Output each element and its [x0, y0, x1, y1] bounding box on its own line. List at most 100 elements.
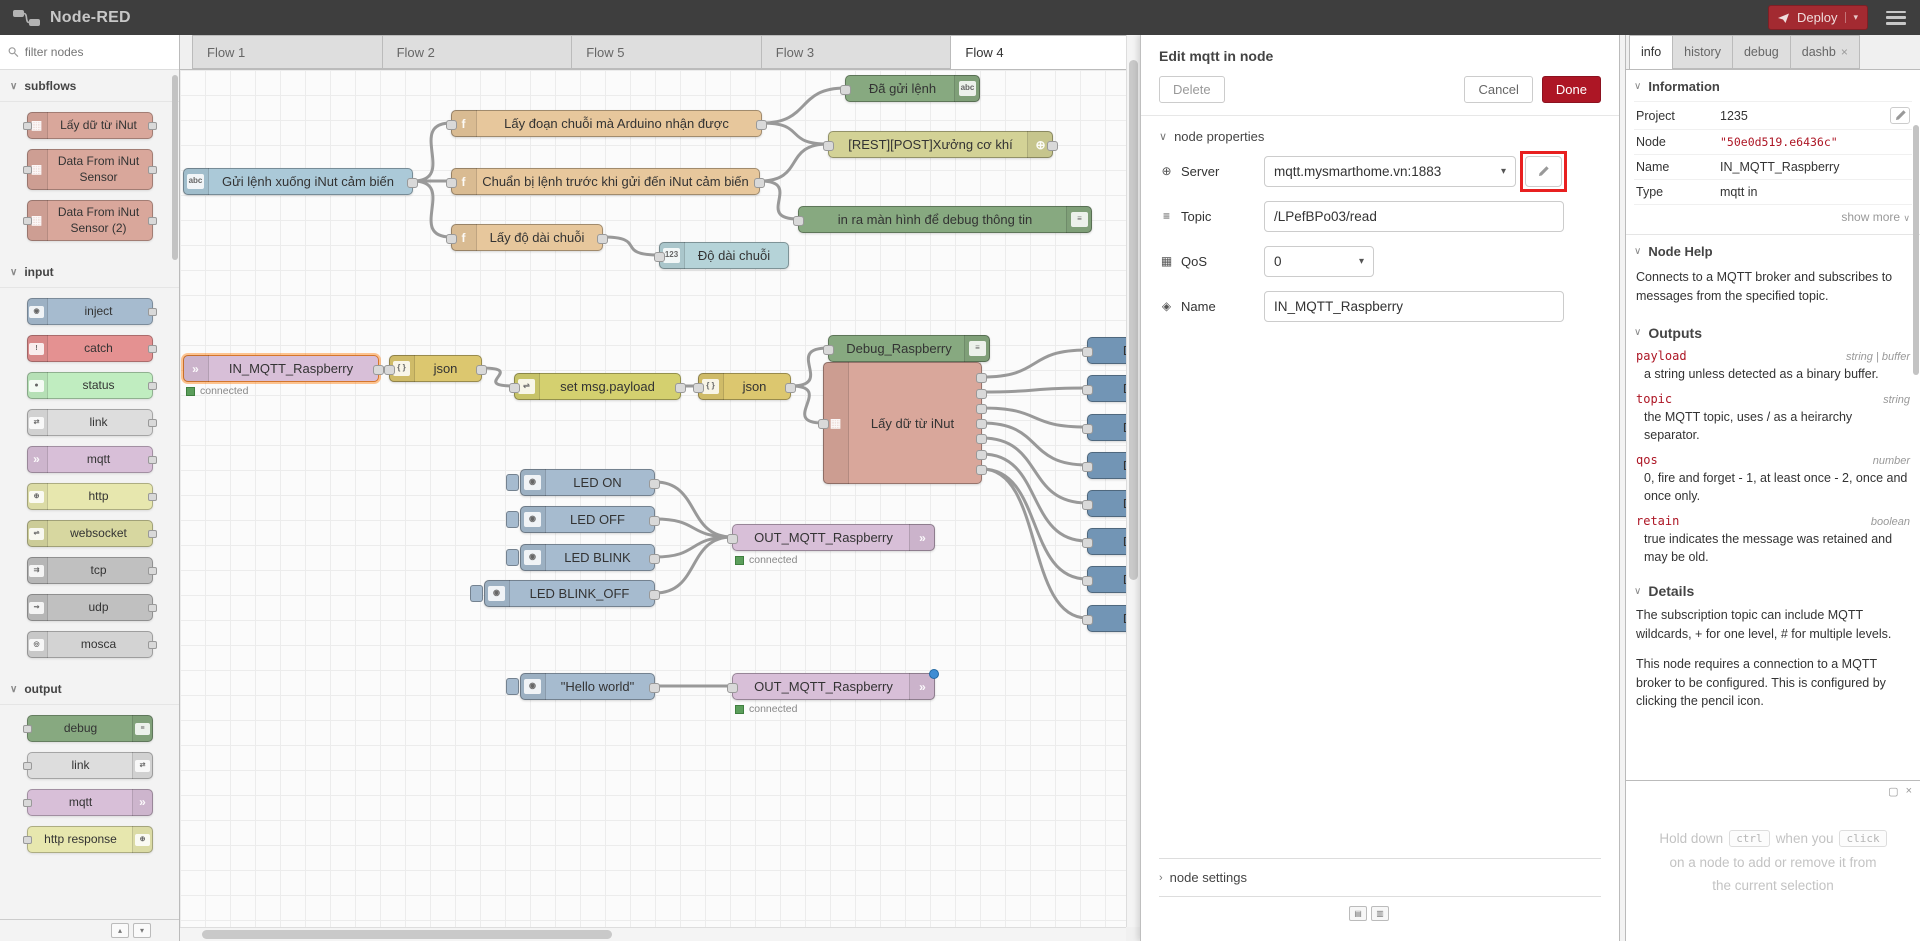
wire[interactable]: [603, 237, 659, 255]
node-led-blink-off[interactable]: ◉LED BLINK_OFF: [484, 580, 655, 607]
wire[interactable]: [413, 181, 451, 237]
node-port-out[interactable]: [148, 382, 157, 390]
node-port-out[interactable]: [148, 345, 157, 353]
palette-node-websocket[interactable]: ⇌websocket: [27, 520, 153, 547]
node-fn-lay-do-dai-chuoi[interactable]: fLấy độ dài chuỗi: [451, 224, 603, 251]
node-port-out[interactable]: [148, 493, 157, 501]
node-port-in[interactable]: [509, 383, 520, 393]
node-port-out[interactable]: [649, 479, 660, 489]
sidebar-scrollbar[interactable]: [1913, 125, 1919, 375]
node-da-gui-lenh[interactable]: abcĐã gửi lệnh: [845, 75, 980, 102]
node-port-in[interactable]: [23, 217, 32, 225]
filter-nodes-input[interactable]: [25, 45, 171, 59]
sidebar-tab-info[interactable]: info: [1629, 35, 1673, 70]
node-port-out[interactable]: [675, 383, 686, 393]
cancel-button[interactable]: Cancel: [1464, 76, 1532, 103]
tray-expand-button[interactable]: ▥: [1371, 906, 1389, 921]
wire[interactable]: [982, 469, 1087, 579]
node-do-dai-chuoi[interactable]: 123Độ dài chuỗi: [659, 242, 789, 269]
palette-node-http[interactable]: ⊕http: [27, 483, 153, 510]
node-port-out[interactable]: [148, 456, 157, 464]
node-port-out[interactable]: [649, 683, 660, 693]
node-port-out[interactable]: [373, 365, 384, 375]
node-port-in[interactable]: [23, 725, 32, 733]
sidebar-tab-debug[interactable]: debug: [1732, 35, 1791, 69]
details-section-header[interactable]: ∨ Details: [1626, 574, 1920, 606]
show-more-link[interactable]: show more ∨: [1626, 205, 1920, 232]
palette-node-inject[interactable]: ◉inject: [27, 298, 153, 325]
palette-collapse-all-button[interactable]: ▴: [111, 923, 129, 938]
node-hello-world[interactable]: ◉"Hello world": [520, 673, 655, 700]
node-port-out[interactable]: [976, 389, 987, 399]
node-port-out[interactable]: [597, 234, 608, 244]
node-debug-raspberry[interactable]: ≡Debug_Raspberry: [828, 335, 990, 362]
inject-button[interactable]: [506, 474, 519, 491]
tray-shrink-button[interactable]: ▤: [1349, 906, 1367, 921]
node-port-in[interactable]: [1082, 615, 1093, 625]
close-icon[interactable]: ×: [1906, 785, 1912, 798]
node-port-out[interactable]: [976, 434, 987, 444]
palette-node-tcp[interactable]: ⇉tcp: [27, 557, 153, 584]
palette-node-status[interactable]: ●status: [27, 372, 153, 399]
palette-node-catch[interactable]: !catch: [27, 335, 153, 362]
inject-button[interactable]: [506, 549, 519, 566]
node-gui-lenh-xuong-inut[interactable]: abcGửi lệnh xuống iNut cảm biến: [183, 168, 413, 195]
expand-icon[interactable]: ▢: [1888, 785, 1898, 798]
node-port-in[interactable]: [818, 419, 829, 429]
node-port-in[interactable]: [23, 122, 32, 130]
node-port-in[interactable]: [823, 141, 834, 151]
node-fn-chuan-bi-lenh[interactable]: fChuẩn bị lệnh trước khi gửi đến iNut cả…: [451, 168, 760, 195]
field-qos-select[interactable]: 0▾: [1264, 246, 1374, 277]
sidebar-resize-handle[interactable]: [1619, 35, 1626, 941]
node-port-out[interactable]: [976, 419, 987, 429]
node-port-out[interactable]: [756, 120, 767, 130]
node-json-1[interactable]: { }json: [389, 355, 482, 382]
menu-button[interactable]: [1884, 8, 1908, 28]
canvas-horizontal-scrollbar[interactable]: [180, 927, 1126, 941]
node-port-out[interactable]: [976, 465, 987, 475]
node-led-blink[interactable]: ◉LED BLINK: [520, 544, 655, 571]
wire[interactable]: [982, 469, 1087, 618]
flow-tab-flow-5[interactable]: Flow 5: [571, 35, 762, 69]
node-port-in[interactable]: [793, 216, 804, 226]
palette-scrollbar[interactable]: [172, 75, 178, 260]
node-port-out[interactable]: [649, 590, 660, 600]
node-port-in[interactable]: [1082, 538, 1093, 548]
node-port-out[interactable]: [148, 308, 157, 316]
node-port-in[interactable]: [727, 683, 738, 693]
node-port-out[interactable]: [754, 178, 765, 188]
wire[interactable]: [982, 423, 1087, 465]
node-out-mqtt-raspberry-2[interactable]: »OUT_MQTT_Raspberryconnected: [732, 673, 935, 700]
node-out-mqtt-raspberry-1[interactable]: »OUT_MQTT_Raspberryconnected: [732, 524, 935, 551]
node-json-2[interactable]: { }json: [698, 373, 791, 400]
node-port-in[interactable]: [1082, 424, 1093, 434]
palette-category-output[interactable]: ∨output: [0, 674, 179, 705]
palette-node-link[interactable]: ⇄link: [27, 752, 153, 779]
wire[interactable]: [982, 350, 1087, 377]
node-port-out[interactable]: [148, 567, 157, 575]
done-button[interactable]: Done: [1542, 76, 1601, 103]
node-port-in[interactable]: [1082, 347, 1093, 357]
node-debug-in-ra-man-hinh[interactable]: ≡in ra màn hình để debug thông tin: [798, 206, 1092, 233]
node-port-in[interactable]: [654, 252, 665, 262]
node-port-out[interactable]: [649, 554, 660, 564]
node-help-section-header[interactable]: ∨ Node Help: [1626, 235, 1920, 266]
palette-node-data-from-inut-sensor[interactable]: ▦Data From iNut Sensor: [27, 149, 153, 190]
node-port-in[interactable]: [23, 799, 32, 807]
field-topic-input[interactable]: /LPefBPo03/read: [1264, 201, 1564, 232]
information-section-header[interactable]: ∨ Information: [1626, 70, 1920, 101]
node-port-in[interactable]: [23, 166, 32, 174]
node-port-in[interactable]: [1082, 462, 1093, 472]
node-port-out[interactable]: [785, 383, 796, 393]
node-port-in[interactable]: [1082, 500, 1093, 510]
deploy-options-caret[interactable]: ▾: [1845, 12, 1858, 23]
sidebar-tab-dashb[interactable]: dashb×: [1790, 35, 1860, 69]
node-port-out[interactable]: [148, 530, 157, 538]
node-port-in[interactable]: [823, 345, 834, 355]
canvas-vertical-scrollbar[interactable]: [1126, 35, 1140, 927]
node-port-out[interactable]: [649, 516, 660, 526]
node-port-in[interactable]: [23, 836, 32, 844]
node-port-out[interactable]: [476, 365, 487, 375]
inject-button[interactable]: [506, 511, 519, 528]
node-subflow-lay-du-tu-inut[interactable]: ▦Lấy dữ từ iNut: [823, 362, 982, 484]
